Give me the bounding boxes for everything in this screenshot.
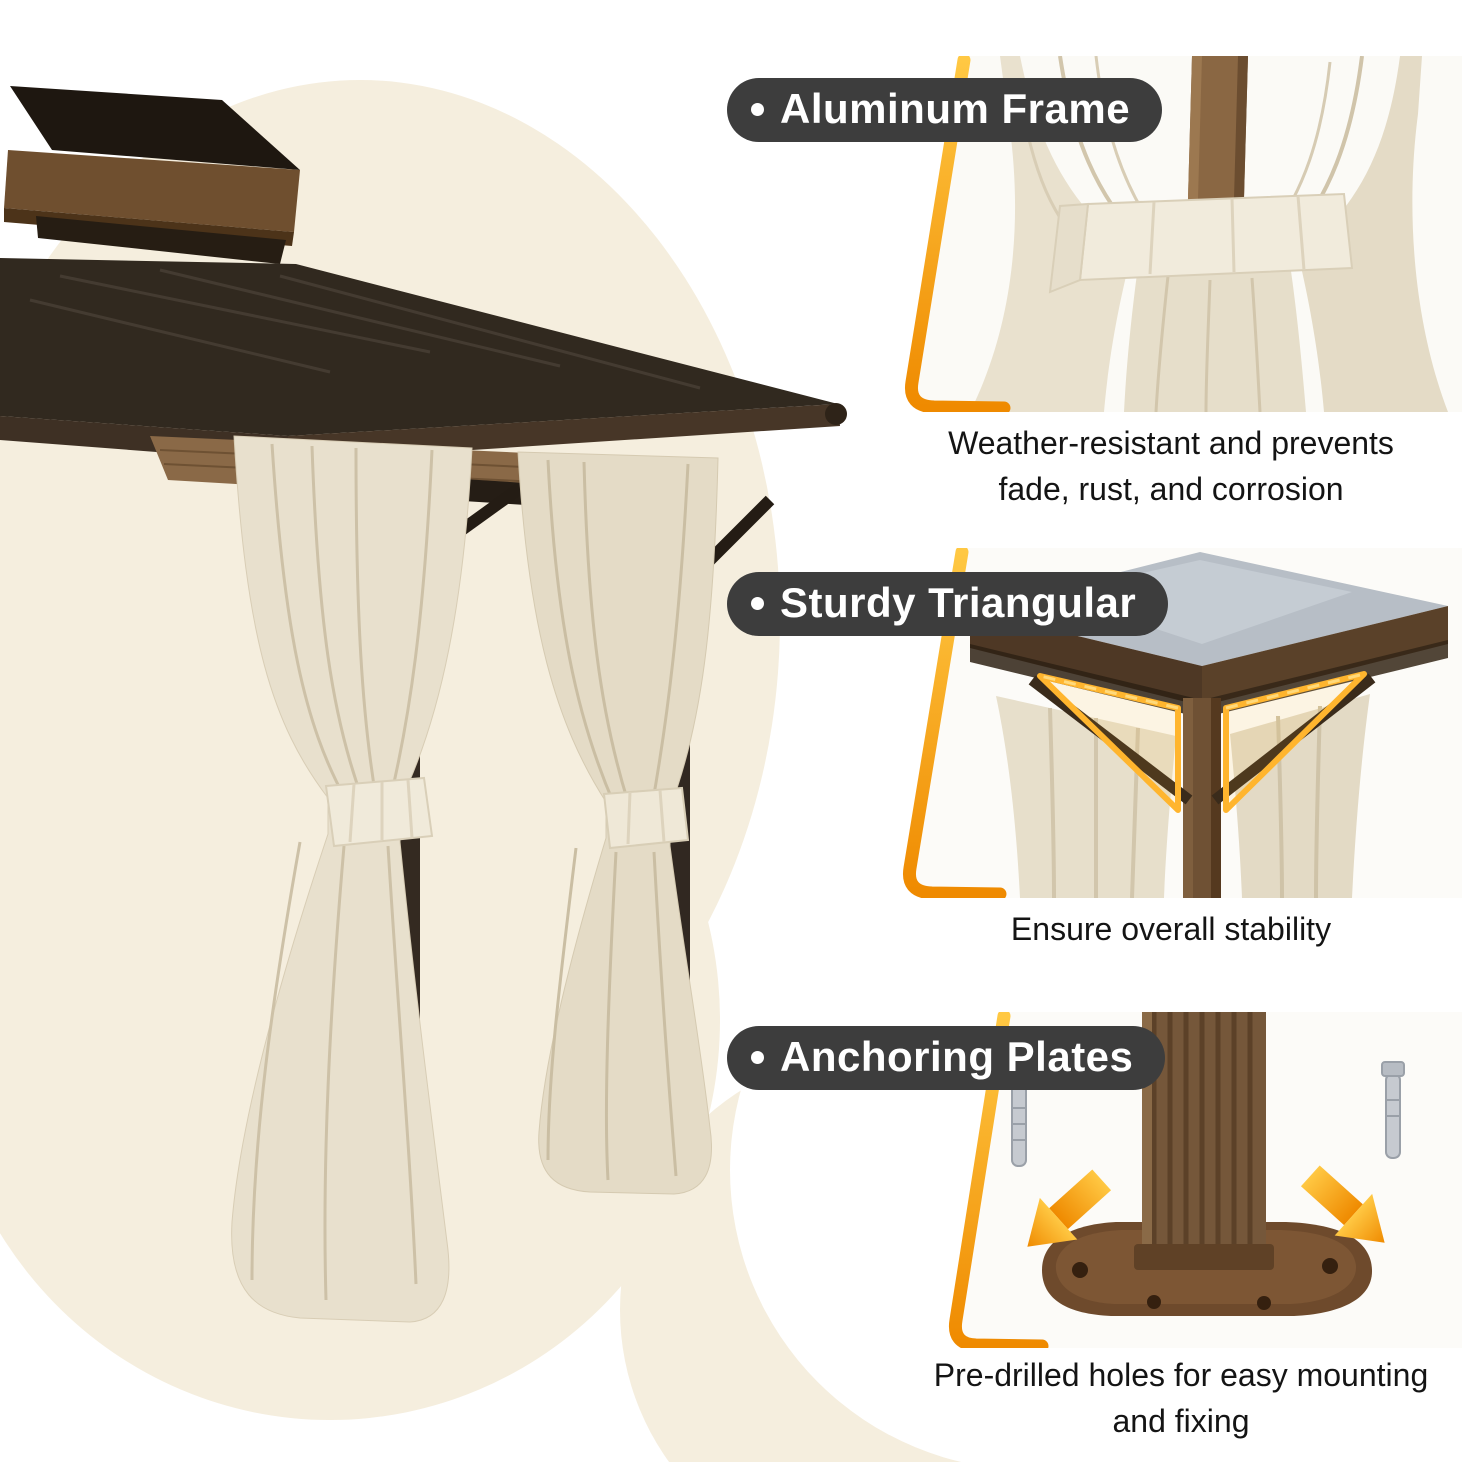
feature-caption-anchoring-plates: Pre-drilled holes for easy mounting and … <box>933 1357 1429 1440</box>
feature-label-aluminum-frame: Aluminum Frame <box>727 78 1163 143</box>
gold-accent-border <box>904 56 1011 412</box>
curtain-tieback-band <box>602 786 690 850</box>
pre-drilled-hole <box>1072 1262 1088 1278</box>
pre-drilled-hole <box>1257 1296 1271 1310</box>
fluted-post <box>1134 1012 1274 1270</box>
curtain-tieback-band <box>324 776 434 848</box>
curtain-tie-closeup-illustration <box>904 56 1462 412</box>
arrow-icon <box>1027 1169 1112 1247</box>
gazebo-right-curtain <box>517 451 719 1195</box>
feature-label-text: Anchoring Plates <box>780 1033 1134 1080</box>
bullet-dot-icon <box>751 596 764 610</box>
pre-drilled-hole <box>1147 1295 1161 1309</box>
gazebo-top-roof <box>4 86 300 264</box>
curtain-fabric <box>996 694 1370 898</box>
bullet-dot-icon <box>751 1050 764 1064</box>
triangle-highlights <box>1037 671 1367 813</box>
feature-label-anchoring-plates: Anchoring Plates <box>727 1026 1166 1091</box>
gold-accent-border <box>948 1012 1049 1348</box>
feature-caption-sturdy-triangular: Ensure overall stability <box>1010 911 1332 947</box>
curtain-fabric <box>970 56 1448 412</box>
curtain-tieback-band <box>1048 192 1354 294</box>
anchor-plate-illustration <box>948 1012 1462 1348</box>
gazebo-product-photo <box>0 86 847 1323</box>
triangular-braces <box>1028 673 1376 805</box>
feature-label-sturdy-triangular: Sturdy Triangular <box>727 572 1169 637</box>
anchoring-plates-photo-panel <box>946 1012 1462 1348</box>
aluminum-frame-photo-panel <box>900 56 1462 412</box>
feature-label-text: Sturdy Triangular <box>780 579 1137 626</box>
expansion-bolt-icon <box>1381 1061 1405 1159</box>
gazebo-left-curtain <box>231 435 473 1323</box>
feature-caption-aluminum-frame: Weather-resistant and prevents fade, rus… <box>948 425 1394 508</box>
pre-drilled-hole <box>1322 1258 1338 1274</box>
bullet-dot-icon <box>751 102 764 116</box>
gold-accent-border <box>902 548 1007 898</box>
feature-label-text: Aluminum Frame <box>780 85 1131 132</box>
gazebo-main-roof <box>0 258 847 462</box>
arrow-icon <box>1300 1165 1385 1243</box>
